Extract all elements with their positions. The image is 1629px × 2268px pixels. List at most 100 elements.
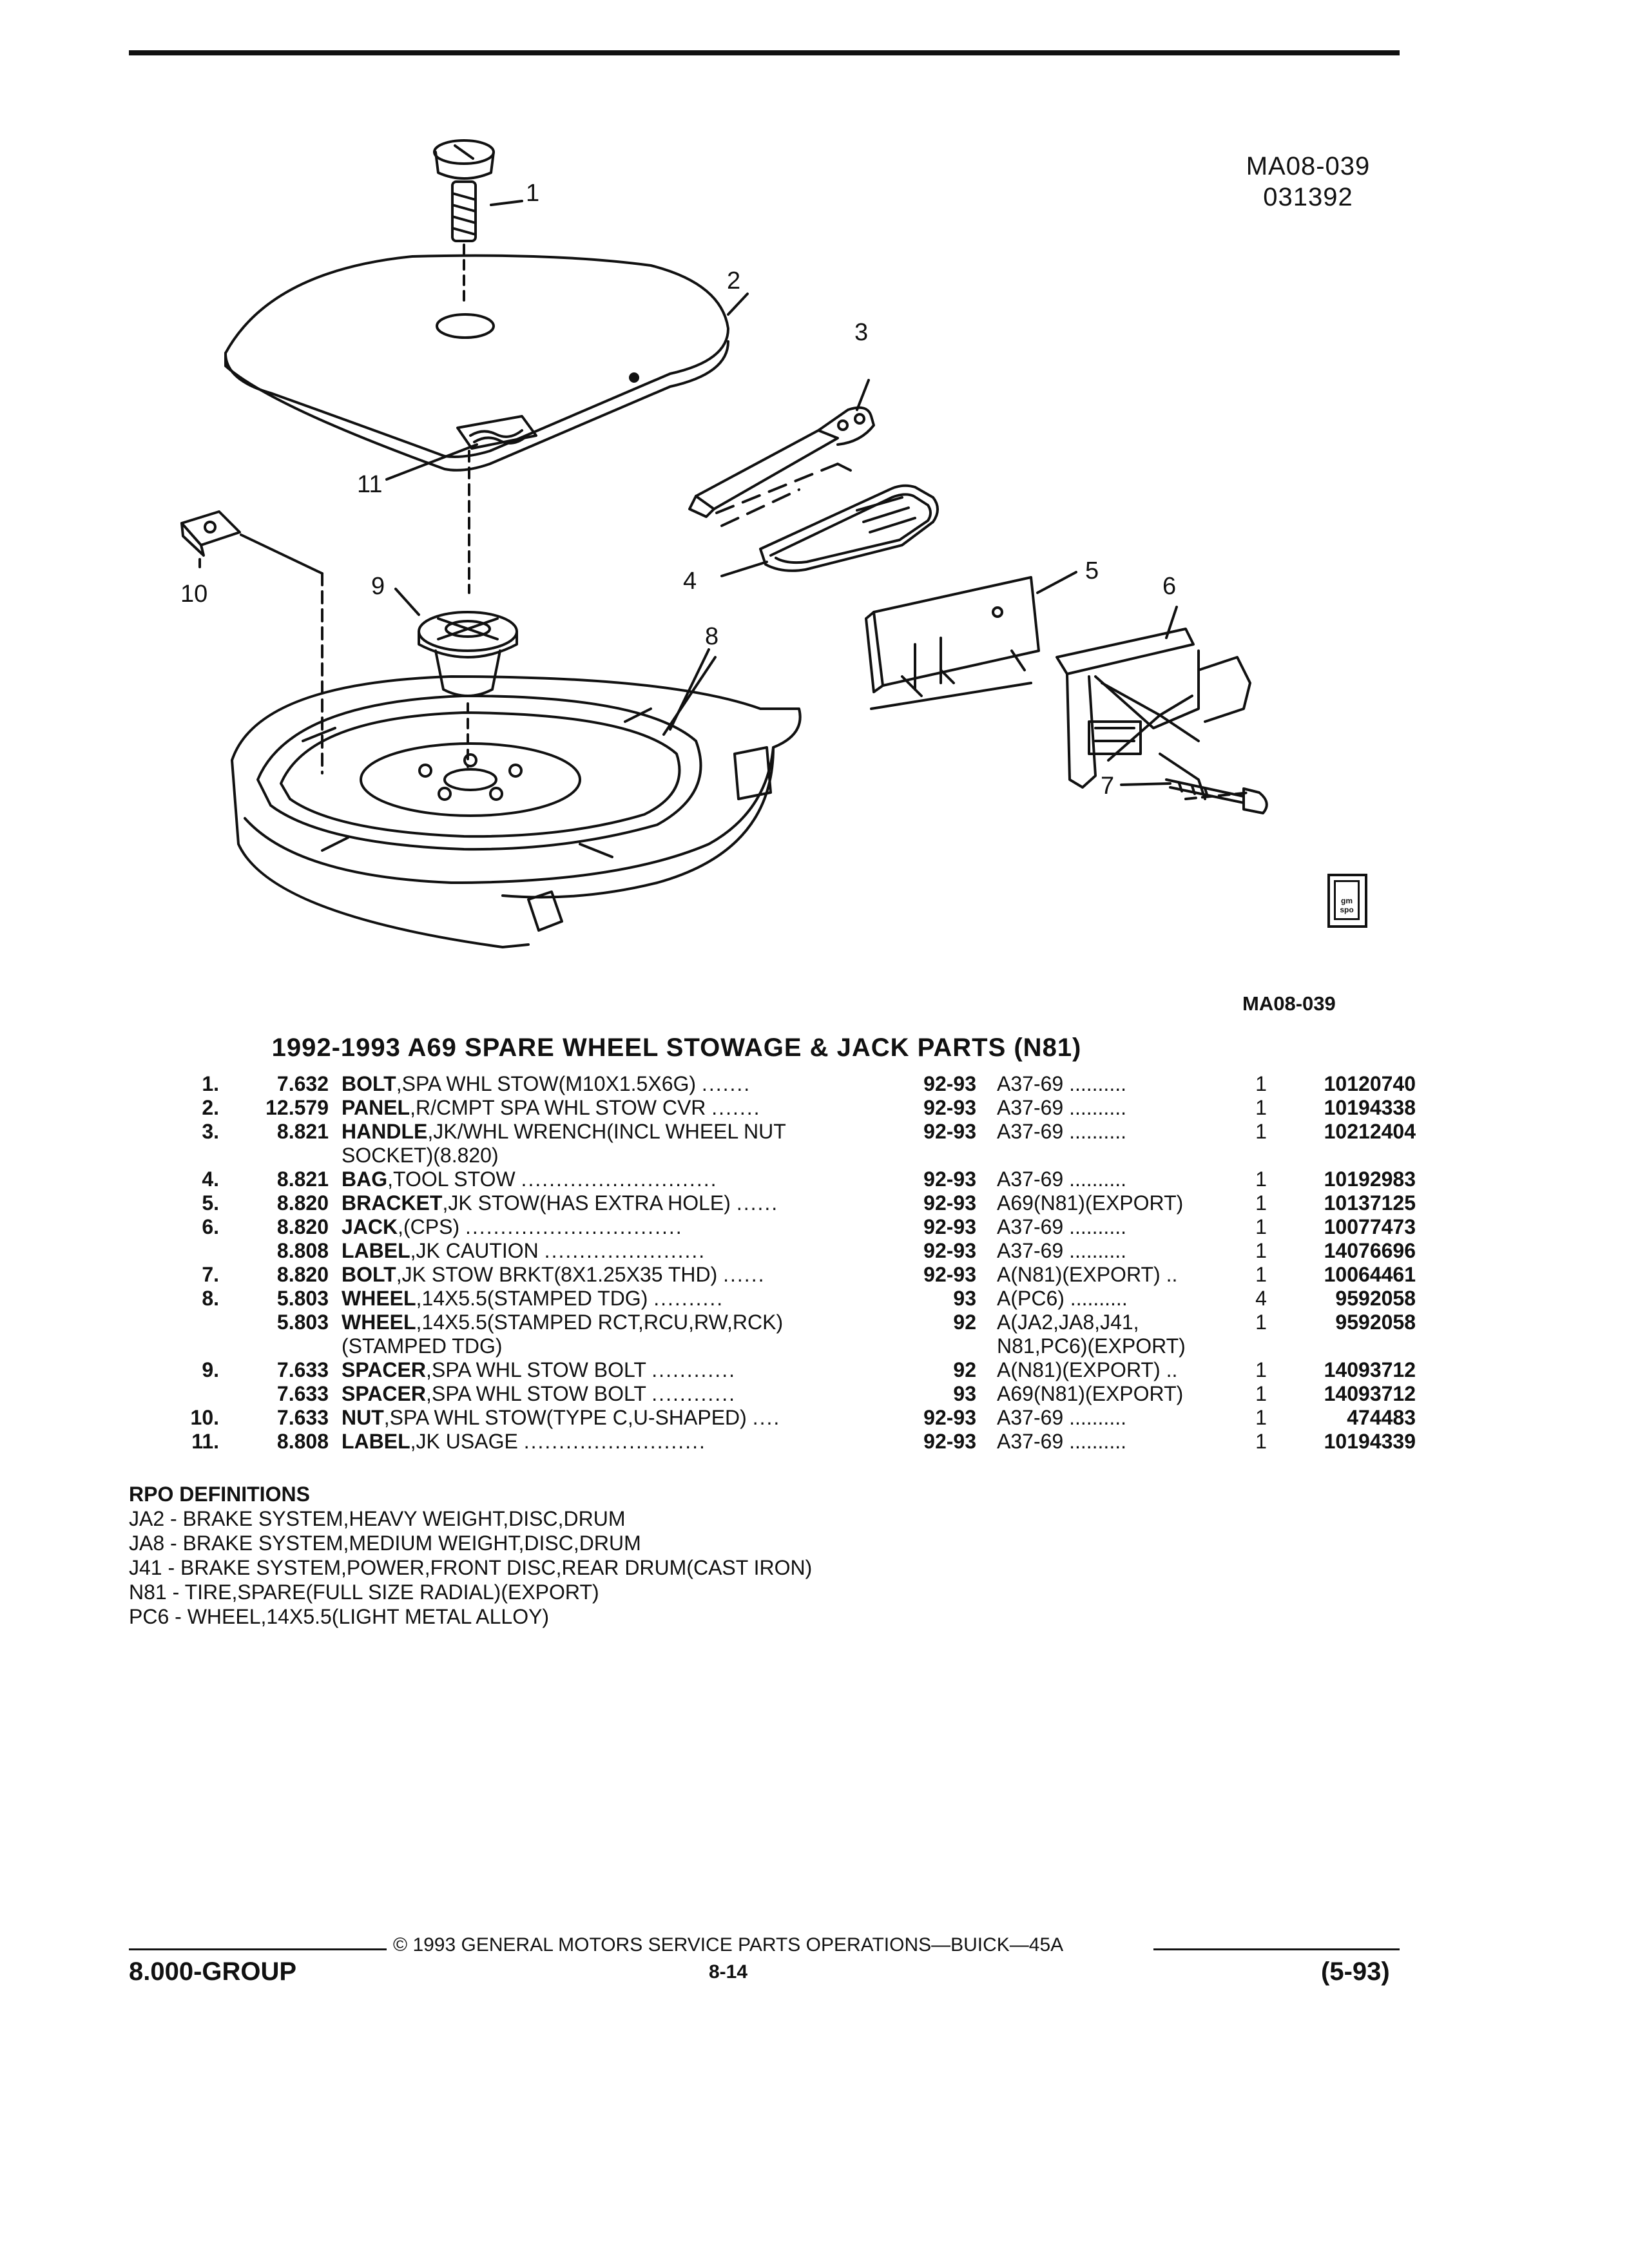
- ref-number: 5.: [202, 1191, 219, 1215]
- part-number: 14093712: [1324, 1382, 1416, 1405]
- bolt-part-1: [433, 139, 495, 304]
- rpo-item: JA8 - BRAKE SYSTEM,MEDIUM WEIGHT,DISC,DR…: [129, 1532, 641, 1555]
- leader-dots: .......: [701, 1072, 751, 1095]
- application-continued: [997, 1144, 1248, 1168]
- leader-dots: ..........: [653, 1287, 724, 1310]
- group-number: 7.633: [276, 1382, 329, 1405]
- part-name: BRACKET: [342, 1191, 443, 1215]
- callout-2: 2: [727, 267, 740, 294]
- part-name: WHEEL: [342, 1311, 416, 1334]
- quantity: 1: [1255, 1191, 1267, 1215]
- figure-id-block: MA08-039 031392: [1211, 151, 1405, 213]
- part-desc-text: ,SPA WHL STOW(M10X1.5X6G): [396, 1072, 697, 1095]
- group-number: 8.808: [276, 1430, 329, 1453]
- part-desc-text: ,14X5.5(STAMPED TDG): [416, 1287, 648, 1310]
- part-name: SPACER: [342, 1358, 426, 1381]
- page-title: 1992-1993 A69 SPARE WHEEL STOWAGE & JACK…: [271, 1033, 1082, 1062]
- table-row: 8.808 LABEL,JK CAUTION ..................…: [168, 1239, 1416, 1263]
- wheel-part-8: [231, 656, 802, 948]
- part-description: PANEL,R/CMPT SPA WHL STOW CVR .......: [342, 1096, 886, 1120]
- application: A(N81)(EXPORT) ..: [997, 1263, 1178, 1286]
- group-number: 8.820: [276, 1215, 329, 1238]
- quantity: 1: [1255, 1406, 1267, 1429]
- ref-number: 1.: [202, 1072, 219, 1095]
- callout-9: 9: [371, 573, 385, 600]
- part-desc-text: ,JK CAUTION: [410, 1239, 539, 1262]
- exploded-parts-diagram: 1 2 3 4 5 6 7 8 9 10 11: [180, 139, 1268, 948]
- callout-6: 6: [1162, 573, 1176, 600]
- part-number: 9592058: [1335, 1287, 1416, 1310]
- table-row-continued: SOCKET)(8.820): [168, 1144, 1416, 1168]
- model-years: 92-93: [923, 1072, 976, 1095]
- leader-dots: ......: [736, 1191, 779, 1215]
- footer-page-number: 8-14: [709, 1961, 748, 1983]
- bolt-part-7: [1165, 778, 1268, 814]
- part-name: NUT: [342, 1406, 384, 1429]
- part-name: WHEEL: [342, 1287, 416, 1310]
- figure-caption-code: MA08-039: [1242, 992, 1336, 1015]
- ref-number: [168, 1239, 232, 1263]
- leader-dots: ......: [723, 1263, 766, 1286]
- quantity-blank: [1248, 1334, 1274, 1358]
- application: A37-69 ..........: [997, 1215, 1126, 1238]
- ref-number: 11.: [191, 1430, 219, 1453]
- part-desc-text: ,TOOL STOW: [387, 1168, 516, 1191]
- part-number: 10194339: [1324, 1430, 1416, 1453]
- table-row-continued: (STAMPED TDG)N81,PC6)(EXPORT): [168, 1334, 1416, 1358]
- leader-dots: ....: [752, 1406, 781, 1429]
- callout-10: 10: [180, 581, 207, 608]
- gm-spo-logo: gm spo: [1327, 874, 1367, 928]
- nut-part-10: [180, 510, 323, 774]
- part-name: SPACER: [342, 1382, 426, 1405]
- part-description: LABEL,JK CAUTION .......................: [342, 1239, 886, 1263]
- model-years-blank: [886, 1144, 997, 1168]
- model-years: 92-93: [923, 1239, 976, 1262]
- model-years: 92-93: [923, 1168, 976, 1191]
- part-number: 10077473: [1324, 1215, 1416, 1238]
- callout-8: 8: [705, 623, 718, 650]
- part-name: HANDLE: [342, 1120, 428, 1143]
- label-part-11: [456, 415, 537, 450]
- quantity: 1: [1255, 1072, 1267, 1095]
- rpo-item: JA2 - BRAKE SYSTEM,HEAVY WEIGHT,DISC,DRU…: [129, 1507, 626, 1530]
- application: A69(N81)(EXPORT): [997, 1191, 1184, 1215]
- callout-3: 3: [854, 319, 868, 346]
- jack-part-6: [1055, 628, 1251, 800]
- part-description: NUT,SPA WHL STOW(TYPE C,U-SHAPED) ....: [342, 1406, 886, 1430]
- leader-dots: .......: [711, 1096, 761, 1119]
- quantity: 1: [1255, 1168, 1267, 1191]
- model-years: 92: [953, 1358, 976, 1381]
- application: A37-69 ..........: [997, 1430, 1126, 1453]
- part-desc-text: ,JK STOW BRKT(8X1.25X35 THD): [396, 1263, 718, 1286]
- model-years: 92-93: [923, 1430, 976, 1453]
- part-description: WHEEL,14X5.5(STAMPED TDG) ..........: [342, 1287, 886, 1311]
- part-desc-text: ,JK/WHL WRENCH(INCL WHEEL NUT: [427, 1120, 786, 1143]
- group-number: 8.808: [276, 1239, 329, 1262]
- leader-dots: ...............................: [465, 1215, 683, 1238]
- part-number: 14076696: [1324, 1239, 1416, 1262]
- part-name: LABEL: [342, 1239, 410, 1262]
- model-years: 93: [953, 1382, 976, 1405]
- footer-rule-right: [1153, 1948, 1400, 1950]
- group-number-blank: [232, 1334, 342, 1358]
- ref-number: [168, 1382, 232, 1406]
- part-description: BOLT,SPA WHL STOW(M10X1.5X6G) .......: [342, 1072, 886, 1096]
- part-number: 10137125: [1324, 1191, 1416, 1215]
- ref-number: [168, 1311, 232, 1334]
- part-number: 10120740: [1324, 1072, 1416, 1095]
- application-continued: N81,PC6)(EXPORT): [997, 1334, 1186, 1358]
- part-desc-text: ,SPA WHL STOW BOLT: [425, 1358, 646, 1381]
- part-number: 10212404: [1324, 1120, 1416, 1143]
- part-number: 10194338: [1324, 1096, 1416, 1119]
- group-number: 5.803: [276, 1287, 329, 1310]
- ref-number: 10.: [190, 1406, 219, 1429]
- model-years: 93: [953, 1287, 976, 1310]
